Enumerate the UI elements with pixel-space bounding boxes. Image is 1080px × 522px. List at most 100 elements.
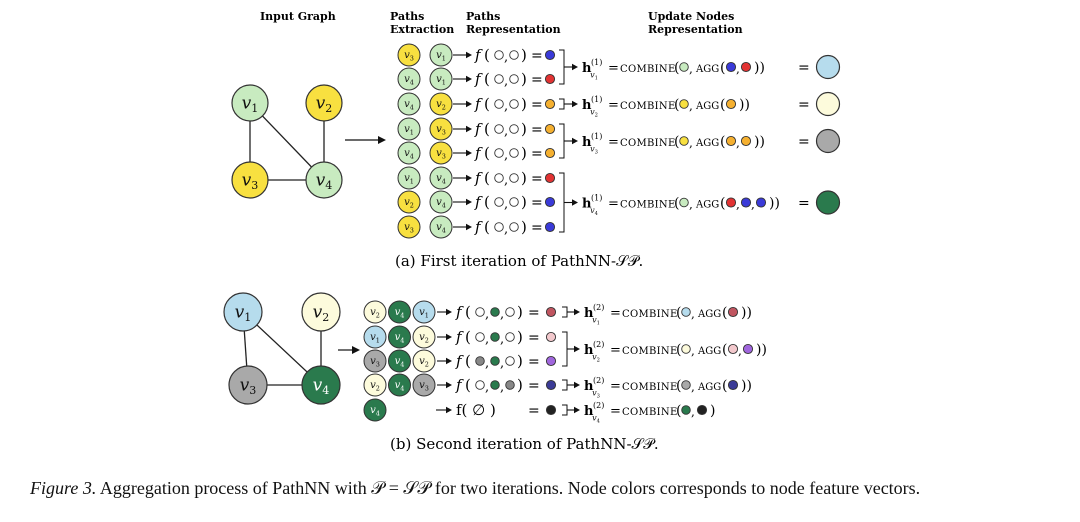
argument-dot bbox=[475, 380, 485, 390]
combine-label: COMBINE bbox=[622, 382, 678, 393]
combine-self-dot bbox=[679, 62, 689, 72]
header-paths-representation-2: Representation bbox=[466, 23, 561, 36]
argument-dot bbox=[509, 124, 519, 134]
argument-dot bbox=[505, 356, 515, 366]
path-node-label: v4 bbox=[395, 380, 405, 392]
path-node-v2 bbox=[397, 190, 421, 214]
graph-node-label-v3: v3 bbox=[240, 375, 257, 397]
path-function-f: f bbox=[455, 352, 464, 370]
path-node-v1 bbox=[429, 67, 453, 91]
argument-dot bbox=[505, 380, 515, 390]
graph-node-v4 bbox=[301, 365, 341, 405]
agg-dot bbox=[742, 343, 754, 355]
path-representation-dot bbox=[545, 355, 557, 367]
arrow-head bbox=[446, 308, 452, 316]
path-node-v2 bbox=[412, 349, 436, 373]
argument-dot bbox=[505, 332, 515, 342]
paren-close: ) bbox=[521, 144, 527, 162]
paren: )) bbox=[754, 134, 765, 150]
update-h-superscript: (1) bbox=[591, 194, 602, 203]
arrow-head bbox=[574, 406, 580, 414]
paren-open: ( bbox=[465, 303, 471, 321]
equals-sign: = bbox=[528, 378, 540, 394]
path-node-label: v1 bbox=[404, 124, 414, 136]
combine-label: COMBINE bbox=[622, 407, 678, 418]
updated-node-feature bbox=[815, 190, 841, 215]
paren: ( bbox=[720, 134, 725, 150]
argument-dot bbox=[494, 124, 504, 134]
combine-self-dot bbox=[681, 307, 691, 317]
update-row-v4: h(1)v4=COMBINE(,AGG(,,))= bbox=[559, 172, 841, 233]
path-node-label: v1 bbox=[370, 332, 380, 344]
agg-dot bbox=[727, 306, 739, 318]
comma: , bbox=[751, 198, 755, 212]
path-node-v1 bbox=[429, 43, 453, 67]
agg-dot bbox=[755, 197, 767, 208]
update-h-subscript: v4 bbox=[592, 414, 601, 425]
comma: , bbox=[500, 307, 504, 322]
equals-sign: = bbox=[528, 305, 540, 321]
combine-self-dot bbox=[681, 405, 691, 415]
path-node-label: v2 bbox=[419, 356, 429, 368]
argument-dot bbox=[494, 50, 504, 60]
path-node-label: v1 bbox=[404, 173, 414, 185]
paren-open: ( bbox=[465, 352, 471, 370]
paren-close: ) bbox=[521, 218, 527, 236]
equals-sign: = bbox=[531, 220, 543, 236]
path-node-label: v4 bbox=[436, 222, 446, 234]
comma: , bbox=[689, 198, 693, 212]
paren-open: ( bbox=[484, 169, 490, 187]
argument-dot bbox=[509, 74, 519, 84]
path-node-v3 bbox=[412, 373, 436, 397]
path-node-label: v4 bbox=[370, 405, 380, 417]
comma: , bbox=[485, 356, 489, 371]
paren-close: ) bbox=[521, 46, 527, 64]
path-node-v4 bbox=[388, 300, 411, 324]
graph-node-label-v1: v1 bbox=[235, 302, 252, 324]
equals-sign: = bbox=[528, 354, 540, 370]
subcaption-b: (b) Second iteration of PathNN-𝒮𝒫. bbox=[390, 435, 659, 453]
paren: ( bbox=[674, 134, 679, 150]
path-representation-dot bbox=[545, 404, 557, 416]
agg-dot bbox=[740, 61, 752, 73]
comma: , bbox=[738, 344, 742, 358]
group-bracket bbox=[559, 98, 565, 110]
path-node-label: v4 bbox=[404, 99, 414, 111]
update-h: h bbox=[582, 61, 592, 76]
paren: ( bbox=[722, 305, 727, 321]
graph-node-label-v3: v3 bbox=[242, 170, 259, 192]
result-equals: = bbox=[798, 134, 810, 150]
update-h-superscript: (2) bbox=[593, 303, 604, 312]
path-representation-dot bbox=[545, 379, 557, 391]
comma: , bbox=[691, 307, 695, 321]
path-representation-dot bbox=[544, 147, 556, 159]
path-function-f: f bbox=[455, 303, 464, 321]
update-h-superscript: (1) bbox=[591, 58, 602, 67]
path-function-f: f bbox=[474, 144, 483, 162]
argument-dot bbox=[490, 380, 500, 390]
update-h-subscript: v1 bbox=[590, 71, 598, 82]
comma: , bbox=[504, 222, 508, 237]
paren-close: ) bbox=[517, 303, 523, 321]
argument-dot bbox=[494, 148, 504, 158]
paren: ( bbox=[720, 60, 725, 76]
arrow-head bbox=[446, 357, 452, 365]
paren-open: ( bbox=[484, 46, 490, 64]
path-node-v4 bbox=[397, 92, 421, 116]
path-function-f: f bbox=[474, 46, 483, 64]
update-h: h bbox=[584, 379, 594, 394]
result-equals: = bbox=[798, 97, 810, 113]
path-node-label: v1 bbox=[419, 307, 429, 319]
path-representation-dot bbox=[544, 196, 556, 208]
comma: , bbox=[736, 198, 740, 212]
paren: ) bbox=[710, 403, 715, 419]
argument-dot bbox=[494, 173, 504, 183]
argument-dot bbox=[490, 332, 500, 342]
update-equals: = bbox=[610, 343, 621, 358]
